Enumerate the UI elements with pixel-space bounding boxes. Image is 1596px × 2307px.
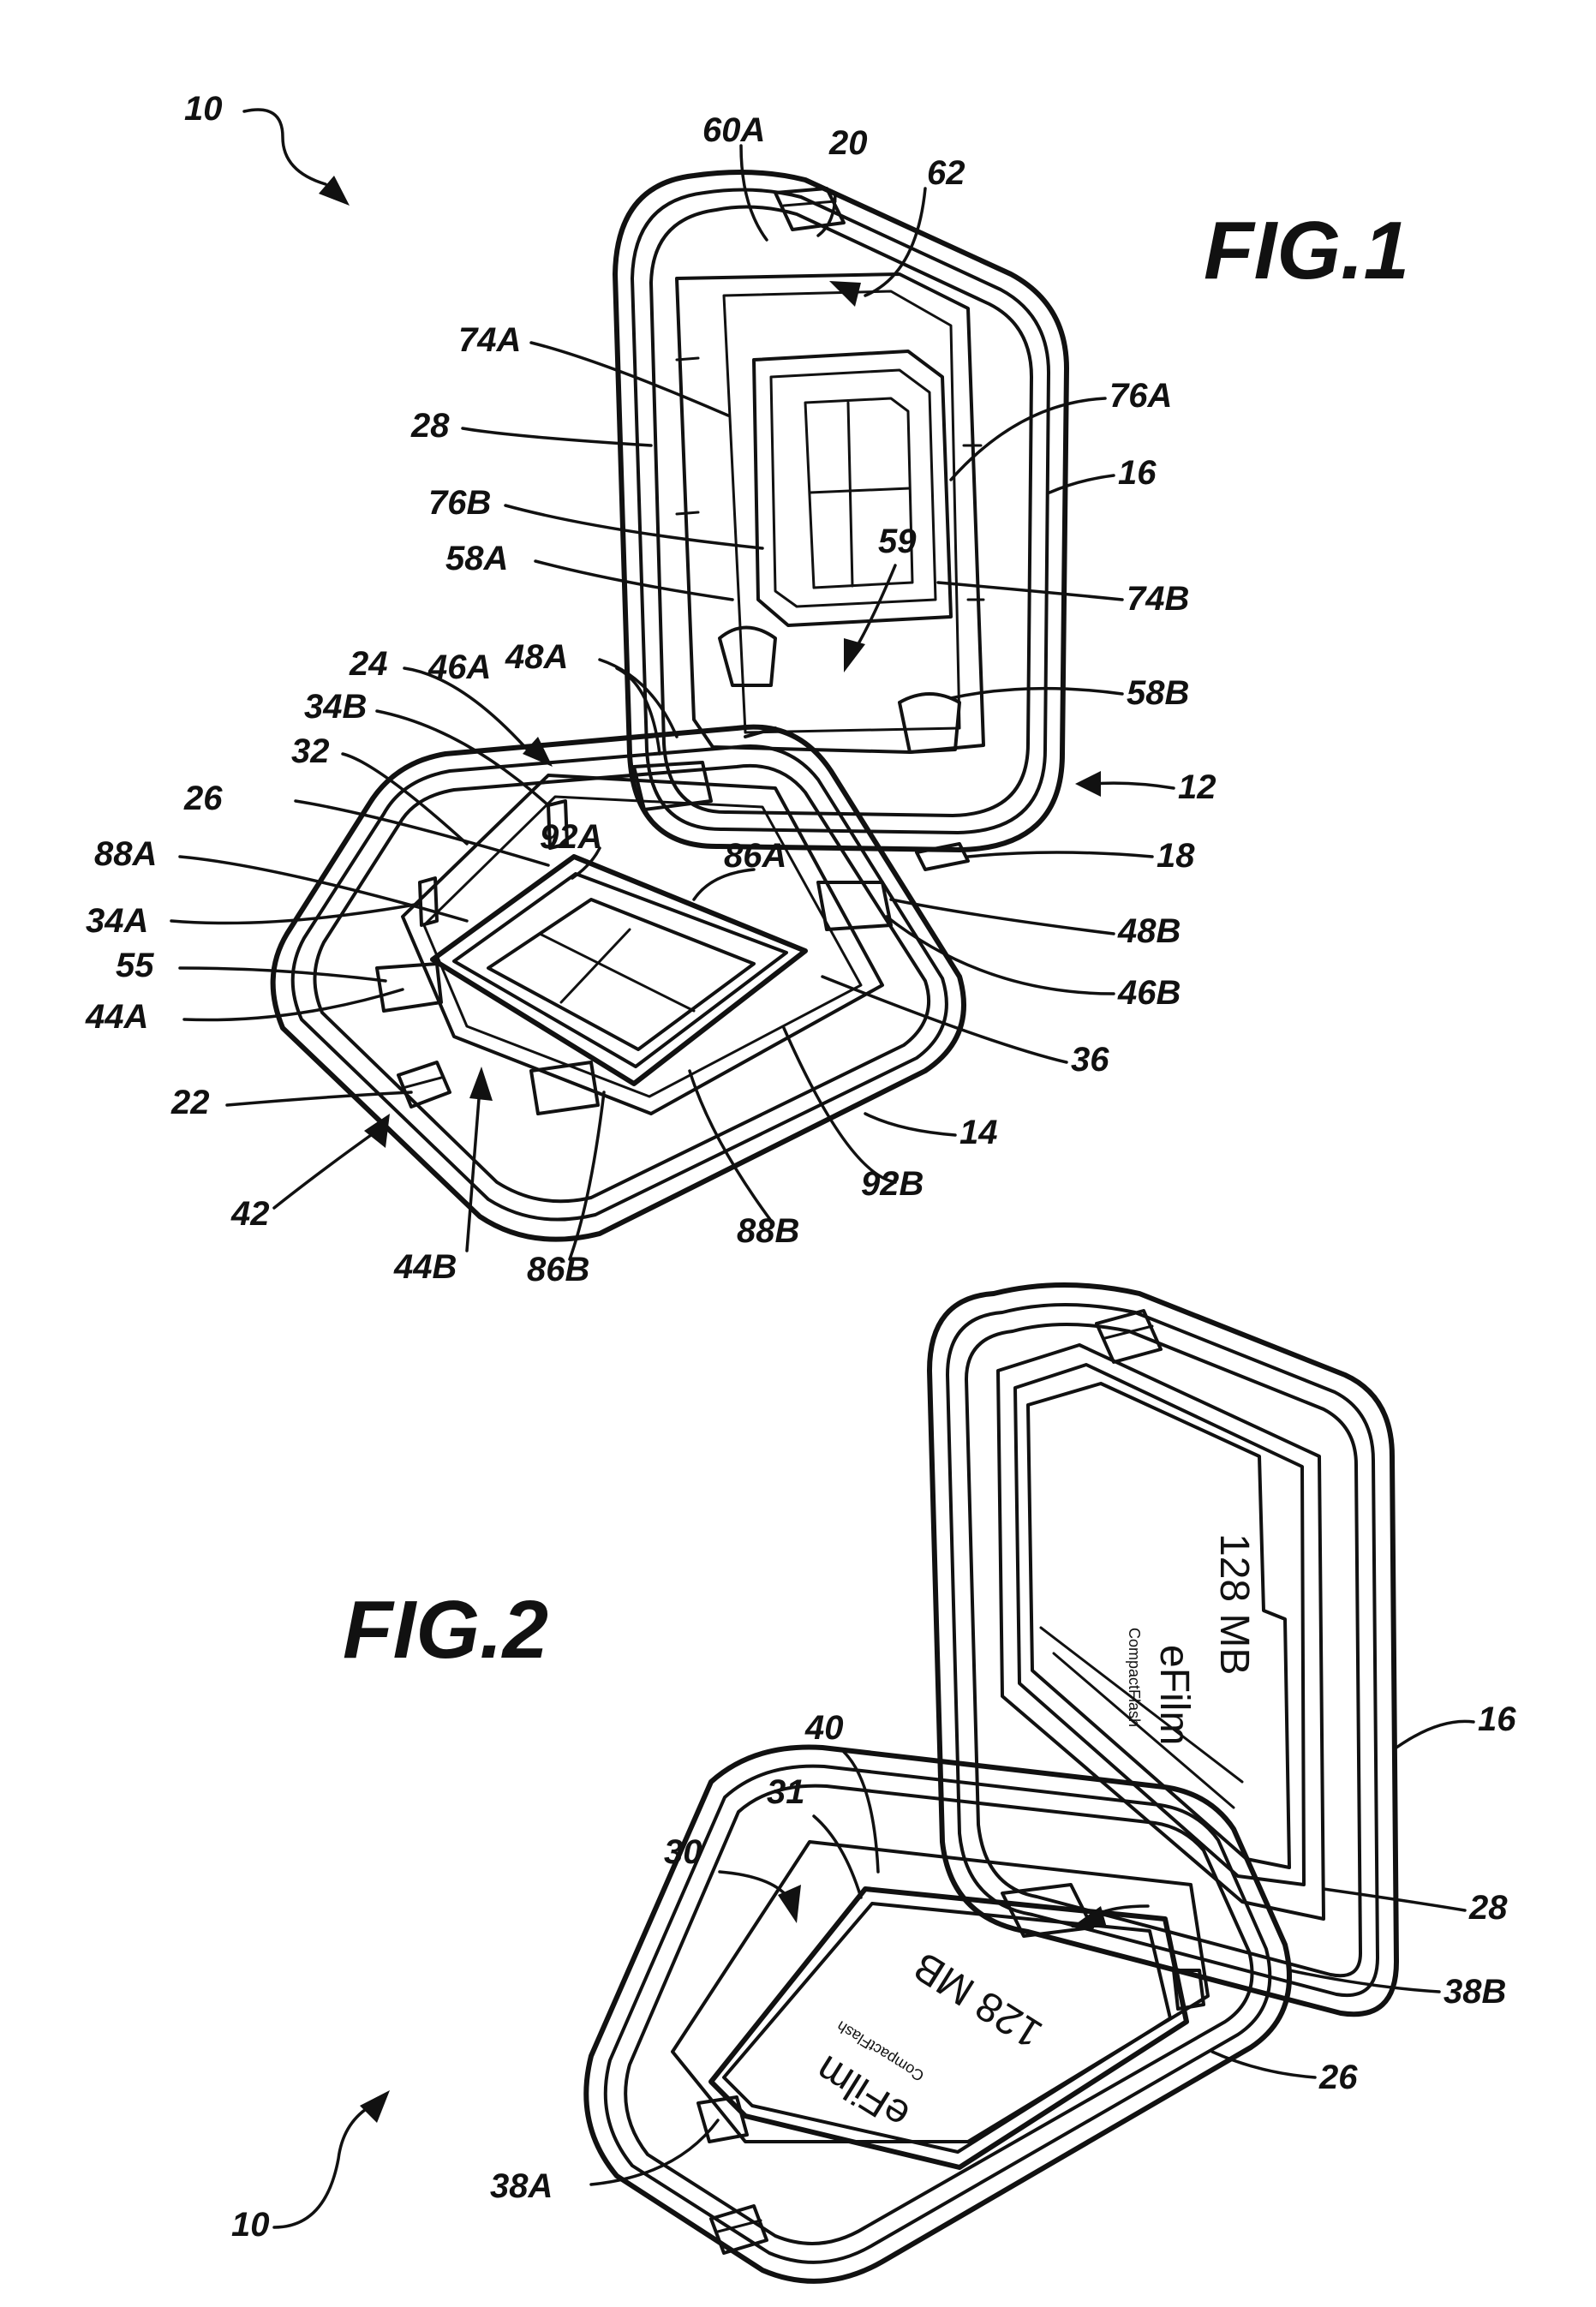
ref-14: 14 <box>959 1114 998 1151</box>
ref-88A: 88A <box>94 835 157 873</box>
fig2-drawing: 128 MB eFilm CompactFlash <box>231 1285 1516 2281</box>
ref-26-fig2: 26 <box>1318 2059 1358 2096</box>
ref-36: 36 <box>1071 1041 1109 1079</box>
base-card-capacity: 128 MB <box>906 1943 1049 2057</box>
ref-74B: 74B <box>1127 580 1189 618</box>
ref-28-fig1: 28 <box>410 407 450 445</box>
ref-10-fig1: 10 <box>184 90 223 128</box>
ref-86B: 86B <box>527 1251 589 1288</box>
fig1-title: FIG.1 <box>1204 205 1409 296</box>
ref-59: 59 <box>878 523 917 560</box>
ref-86A: 86A <box>724 837 786 875</box>
ref-58A: 58A <box>445 540 508 577</box>
ref-30: 30 <box>664 1833 702 1871</box>
fig2-leaders <box>274 1721 1473 2227</box>
ref-92B: 92B <box>861 1165 924 1203</box>
ref-92A: 92A <box>540 818 602 856</box>
ref-58B: 58B <box>1127 674 1189 712</box>
fig1-drawing: 10 60A 20 62 74A 76A 28 16 76B 59 58A 74… <box>85 90 1409 1288</box>
ref-46B: 46B <box>1117 974 1181 1012</box>
ref-48B: 48B <box>1117 912 1181 950</box>
ref-62: 62 <box>927 154 965 192</box>
ref-42: 42 <box>230 1195 270 1233</box>
ref-76B: 76B <box>428 484 491 522</box>
ref-38A: 38A <box>490 2167 553 2205</box>
ref-12: 12 <box>1178 768 1216 806</box>
ref-88B: 88B <box>737 1212 799 1250</box>
ref-40: 40 <box>804 1709 844 1747</box>
ref-74A: 74A <box>458 321 521 359</box>
ref-44B: 44B <box>393 1248 457 1286</box>
ref-18: 18 <box>1157 837 1195 875</box>
fig1-lid <box>615 172 1067 850</box>
ref-46A: 46A <box>427 648 491 686</box>
ref-16-fig2: 16 <box>1478 1700 1516 1738</box>
lid-card-type: CompactFlash <box>1126 1628 1143 1727</box>
lid-card-capacity: 128 MB <box>1211 1533 1257 1675</box>
ref-28-fig2: 28 <box>1468 1889 1508 1927</box>
ref-34B: 34B <box>304 688 367 726</box>
ref-10-fig2: 10 <box>231 2206 270 2244</box>
ref-26-fig1: 26 <box>183 780 223 817</box>
ref-76A: 76A <box>1109 377 1172 415</box>
ref-38B: 38B <box>1444 1973 1506 2011</box>
ref-32: 32 <box>291 732 330 770</box>
ref-60A: 60A <box>702 111 765 149</box>
ref-22: 22 <box>170 1084 210 1121</box>
ref-34A: 34A <box>86 902 148 940</box>
ref-24: 24 <box>349 645 388 683</box>
ref-48A: 48A <box>505 638 568 676</box>
ref-31: 31 <box>767 1773 805 1811</box>
lid-card-brand: eFilm <box>1151 1645 1197 1745</box>
ref-44A: 44A <box>85 998 148 1036</box>
ref-20: 20 <box>828 124 868 162</box>
ref-55: 55 <box>116 947 154 984</box>
fig2-title: FIG.2 <box>343 1584 548 1676</box>
ref-16-fig1: 16 <box>1118 454 1157 492</box>
